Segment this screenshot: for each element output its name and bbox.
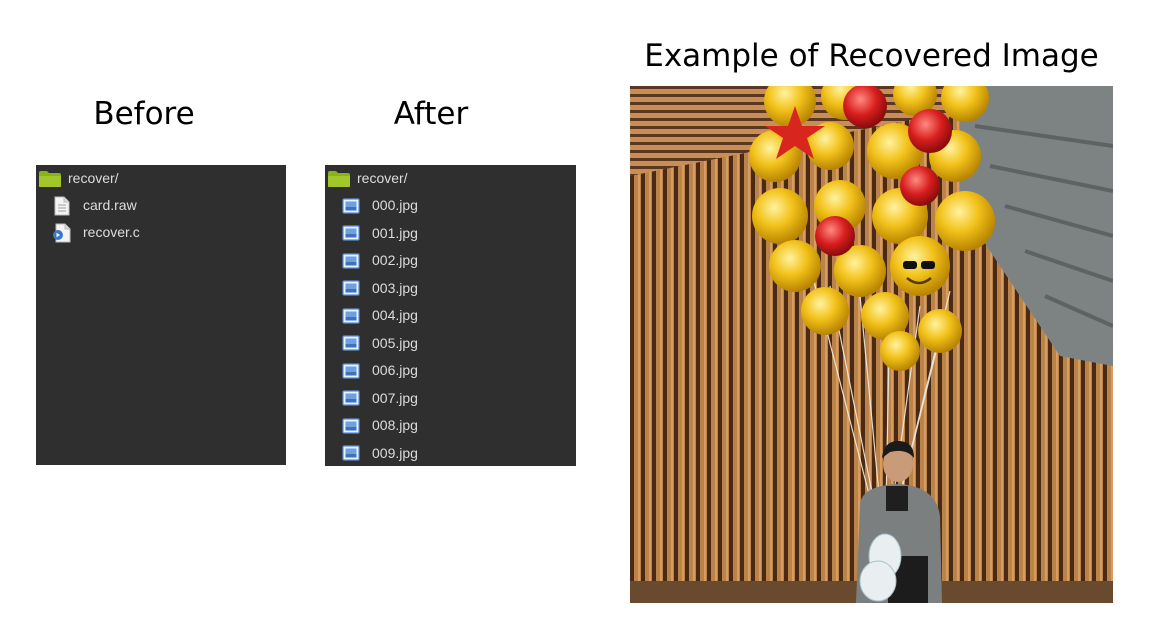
file-label: 002.jpg [372,252,418,268]
file-row-003-jpg[interactable]: 003.jpg [341,275,418,302]
file-explorer-after: recover/ 000.jpg 001.jpg 002.jpg 003.jpg 004… [325,165,576,466]
file-row-005-jpg[interactable]: 005.jpg [341,330,418,357]
file-row-007-jpg[interactable]: 007.jpg [341,385,418,412]
file-label: 006.jpg [372,362,418,378]
folder-label: recover/ [68,170,119,186]
file-row-card-raw[interactable]: card.raw [52,192,137,219]
image-file-icon [341,306,361,326]
image-file-icon [341,388,361,408]
folder-label: recover/ [357,170,408,186]
c-source-file-icon [52,223,72,243]
file-row-009-jpg[interactable]: 009.jpg [341,440,418,467]
file-row-001-jpg[interactable]: 001.jpg [341,220,418,247]
example-heading: Example of Recovered Image [644,38,1099,74]
file-label: 000.jpg [372,197,418,213]
file-row-000-jpg[interactable]: 000.jpg [341,192,418,219]
image-file-icon [341,196,361,216]
image-file-icon [341,251,361,271]
file-row-004-jpg[interactable]: 004.jpg [341,302,418,329]
file-label: 001.jpg [372,224,418,241]
folder-row-recover[interactable]: recover/ [38,165,119,192]
folder-row-recover[interactable]: recover/ [327,165,408,192]
file-row-recover-c[interactable]: recover.c [52,219,140,246]
file-label: 003.jpg [372,279,418,296]
image-file-icon [341,416,361,436]
file-label: 007.jpg [372,389,418,406]
file-label: 009.jpg [372,444,418,461]
folder-icon [327,169,351,189]
file-explorer-before: recover/ card.raw recover.c [36,165,286,465]
image-file-icon [341,361,361,381]
image-file-icon [341,278,361,298]
after-heading: After [393,96,469,132]
file-row-006-jpg[interactable]: 006.jpg [341,357,418,384]
file-label: card.raw [83,197,137,213]
file-label: recover.c [83,224,140,240]
folder-icon [38,169,62,189]
recovered-image [630,86,1113,603]
file-row-002-jpg[interactable]: 002.jpg [341,247,418,274]
image-file-icon [341,333,361,353]
text-file-icon [52,196,72,216]
file-label: 004.jpg [372,307,418,323]
file-label: 008.jpg [372,417,418,433]
image-file-icon [341,223,361,243]
file-label: 005.jpg [372,334,418,351]
before-heading: Before [93,96,195,132]
image-file-icon [341,443,361,463]
file-row-008-jpg[interactable]: 008.jpg [341,412,418,439]
